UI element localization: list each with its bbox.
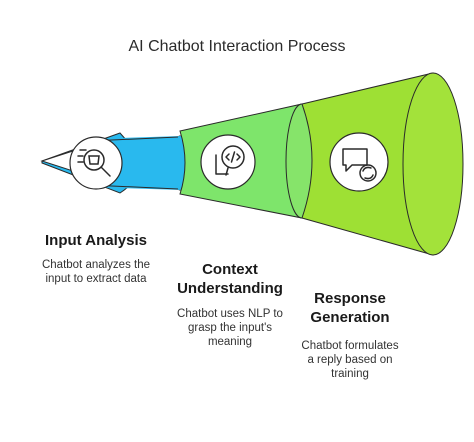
stage-2-heading-line-1: Context bbox=[202, 261, 258, 278]
stage-2-description: Chatbot uses NLP to grasp the input's me… bbox=[150, 307, 310, 349]
stage-3-desc-line-1: Chatbot formulates bbox=[301, 340, 399, 352]
stage-1-desc-line-1: Chatbot analyzes the bbox=[41, 259, 151, 271]
stage-3-label: Response Generation Chatbot formulates a… bbox=[270, 289, 430, 381]
stage-3-heading-line-2: Generation bbox=[310, 309, 390, 326]
stage-3-cone bbox=[301, 72, 464, 256]
stage-3-heading-line-1: Response bbox=[314, 290, 386, 307]
stage-3-desc-line-3: training bbox=[331, 368, 369, 380]
diagram-title: AI Chatbot Interaction Process bbox=[128, 38, 346, 55]
stage-2-heading-line-2: Understanding bbox=[177, 280, 283, 297]
stage-1-label: Input Analysis Chatbot analyzes the inpu… bbox=[16, 231, 176, 286]
stage-2-desc-line-2: grasp the input's bbox=[187, 322, 273, 334]
stage-2-desc-line-1: Chatbot uses NLP to bbox=[177, 308, 283, 320]
stage-1-description: Chatbot analyzes the input to extract da… bbox=[16, 258, 176, 286]
stage-2-heading: Context Understanding bbox=[150, 260, 310, 298]
stage-2-desc-line-3: meaning bbox=[207, 336, 253, 348]
stage-1-cone bbox=[40, 132, 188, 194]
stage-3-desc-line-2: a reply based on bbox=[307, 354, 393, 366]
code-chat-icon bbox=[215, 145, 245, 176]
magnifier-icon bbox=[77, 149, 111, 177]
stage-2-cone bbox=[179, 103, 319, 219]
stage-1-heading: Input Analysis bbox=[45, 232, 147, 249]
stage-3-description: Chatbot formulates a reply based on trai… bbox=[270, 339, 430, 381]
stage-1-desc-line-2: input to extract data bbox=[45, 273, 147, 285]
stage-3-heading: Response Generation bbox=[270, 289, 430, 327]
reply-refresh-icon bbox=[342, 148, 377, 182]
stage-2-label: Context Understanding Chatbot uses NLP t… bbox=[150, 260, 310, 349]
